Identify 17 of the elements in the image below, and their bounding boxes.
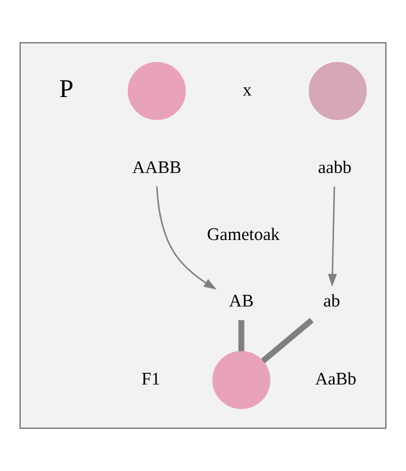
label: P (59, 74, 74, 104)
label: x (242, 79, 252, 100)
node-label: AaBb (315, 368, 356, 388)
connector (261, 318, 314, 364)
arrow (328, 186, 337, 287)
cluster (20, 42, 386, 429)
node-text: AABB (132, 156, 182, 177)
node-circle (212, 351, 270, 410)
node-text: ab (323, 290, 340, 311)
label: F1 (142, 368, 160, 388)
node-text: AB (229, 290, 254, 311)
connector (238, 320, 244, 352)
label: Gametoak (206, 224, 280, 244)
arrow (156, 186, 217, 290)
node-text: aabb (318, 156, 352, 177)
node-circle (128, 62, 186, 120)
node-circle (308, 62, 367, 120)
